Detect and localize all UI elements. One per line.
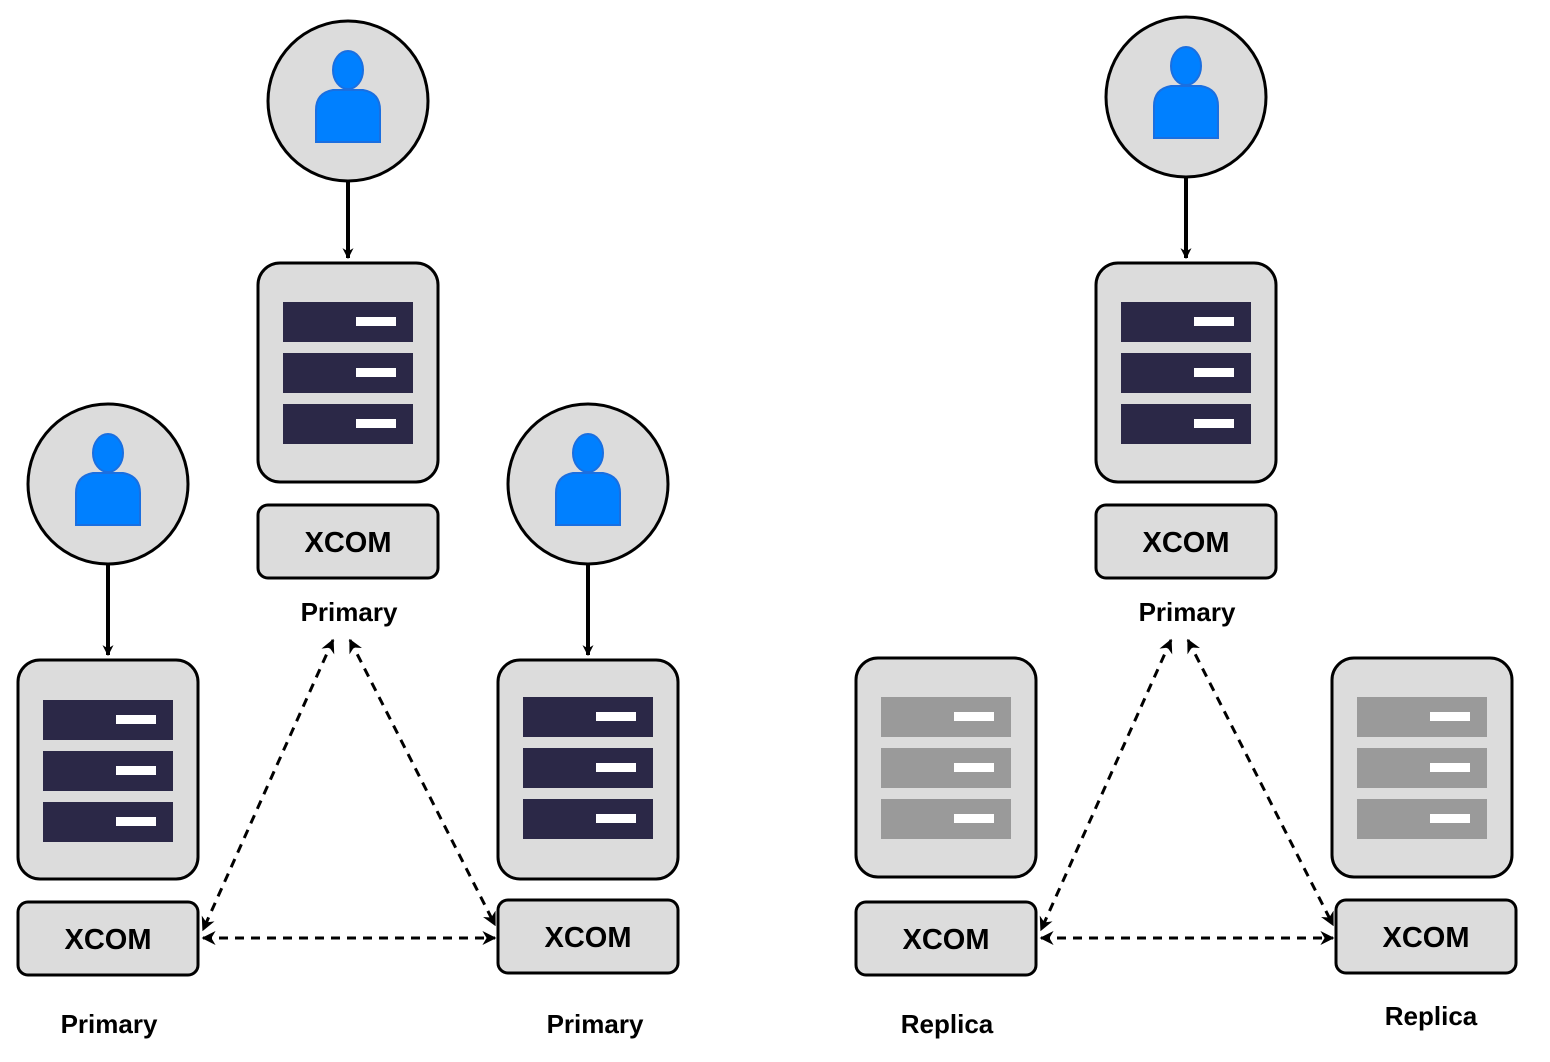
server-right-top	[1094, 261, 1278, 484]
server-right-bottom-right	[1330, 656, 1514, 879]
user-node-left-right	[506, 402, 670, 566]
role-label-replica: Replica	[1385, 1001, 1478, 1031]
user-icon	[555, 433, 621, 526]
xcom-label: XCOM	[305, 527, 392, 559]
xcom-box-left-top: XCOM	[256, 503, 440, 580]
xcom-label: XCOM	[65, 924, 152, 956]
server-right-bottom-left	[854, 656, 1038, 879]
xcom-box-left-bottom-left: XCOM	[16, 900, 200, 977]
server-icon	[283, 302, 413, 444]
xcom-label: XCOM	[545, 922, 632, 954]
xcom-box-left-bottom-right: XCOM	[496, 898, 680, 975]
user-icon	[315, 50, 381, 143]
replication-link	[348, 638, 497, 927]
xcom-label: XCOM	[903, 924, 990, 956]
xcom-label: XCOM	[1143, 527, 1230, 559]
user-node-left-bottom	[26, 402, 190, 566]
server-left-bottom-right	[496, 658, 680, 881]
role-label-replica: Replica	[901, 1009, 994, 1039]
user-node-left-top	[266, 19, 430, 183]
replication-link	[1039, 638, 1173, 932]
user-node-right-top	[1104, 15, 1268, 179]
replication-link	[201, 638, 335, 932]
server-left-bottom-left	[16, 658, 200, 881]
role-label-primary: Primary	[61, 1009, 158, 1039]
server-icon	[523, 697, 653, 839]
role-label-primary: Primary	[301, 597, 398, 627]
xcom-box-right-top: XCOM	[1094, 503, 1278, 580]
server-icon	[1121, 302, 1251, 444]
server-left-top	[256, 261, 440, 484]
xcom-box-right-bottom-left: XCOM	[854, 900, 1038, 977]
server-icon	[881, 697, 1011, 839]
xcom-box-right-bottom-right: XCOM	[1334, 898, 1518, 975]
user-icon	[1153, 46, 1219, 139]
role-label-primary: Primary	[1139, 597, 1236, 627]
user-icon	[75, 433, 141, 526]
server-icon	[1357, 697, 1487, 839]
role-label-primary: Primary	[547, 1009, 644, 1039]
replication-link	[1186, 638, 1335, 927]
server-icon	[43, 700, 173, 842]
xcom-label: XCOM	[1383, 922, 1470, 954]
